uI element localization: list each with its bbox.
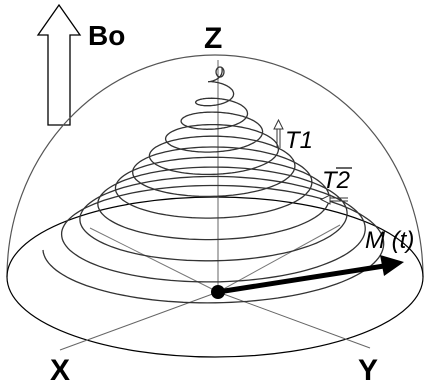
spiral-tip: [215, 66, 225, 78]
magnetization-spiral: [42, 66, 385, 304]
y-axis-line: [217, 291, 371, 349]
y-axis-label: Y: [358, 354, 378, 385]
magnetization-label: M (t): [365, 227, 414, 254]
z-axis-label: Z: [204, 22, 222, 55]
b0-label: Bo: [88, 20, 125, 51]
hemisphere-outline: [6, 54, 424, 278]
x-axis-label: X: [50, 354, 70, 385]
t2-arrow: [319, 194, 348, 205]
t2-label: T2: [322, 167, 350, 194]
t1-arrow: [273, 118, 284, 148]
t1-label: T1: [285, 127, 313, 154]
x-axis-line: [59, 291, 219, 351]
spiral-path: [42, 68, 385, 304]
b0-field-arrow: [36, 3, 82, 126]
equatorial-plane: [6, 196, 424, 358]
magnetization-vector: [211, 255, 404, 299]
